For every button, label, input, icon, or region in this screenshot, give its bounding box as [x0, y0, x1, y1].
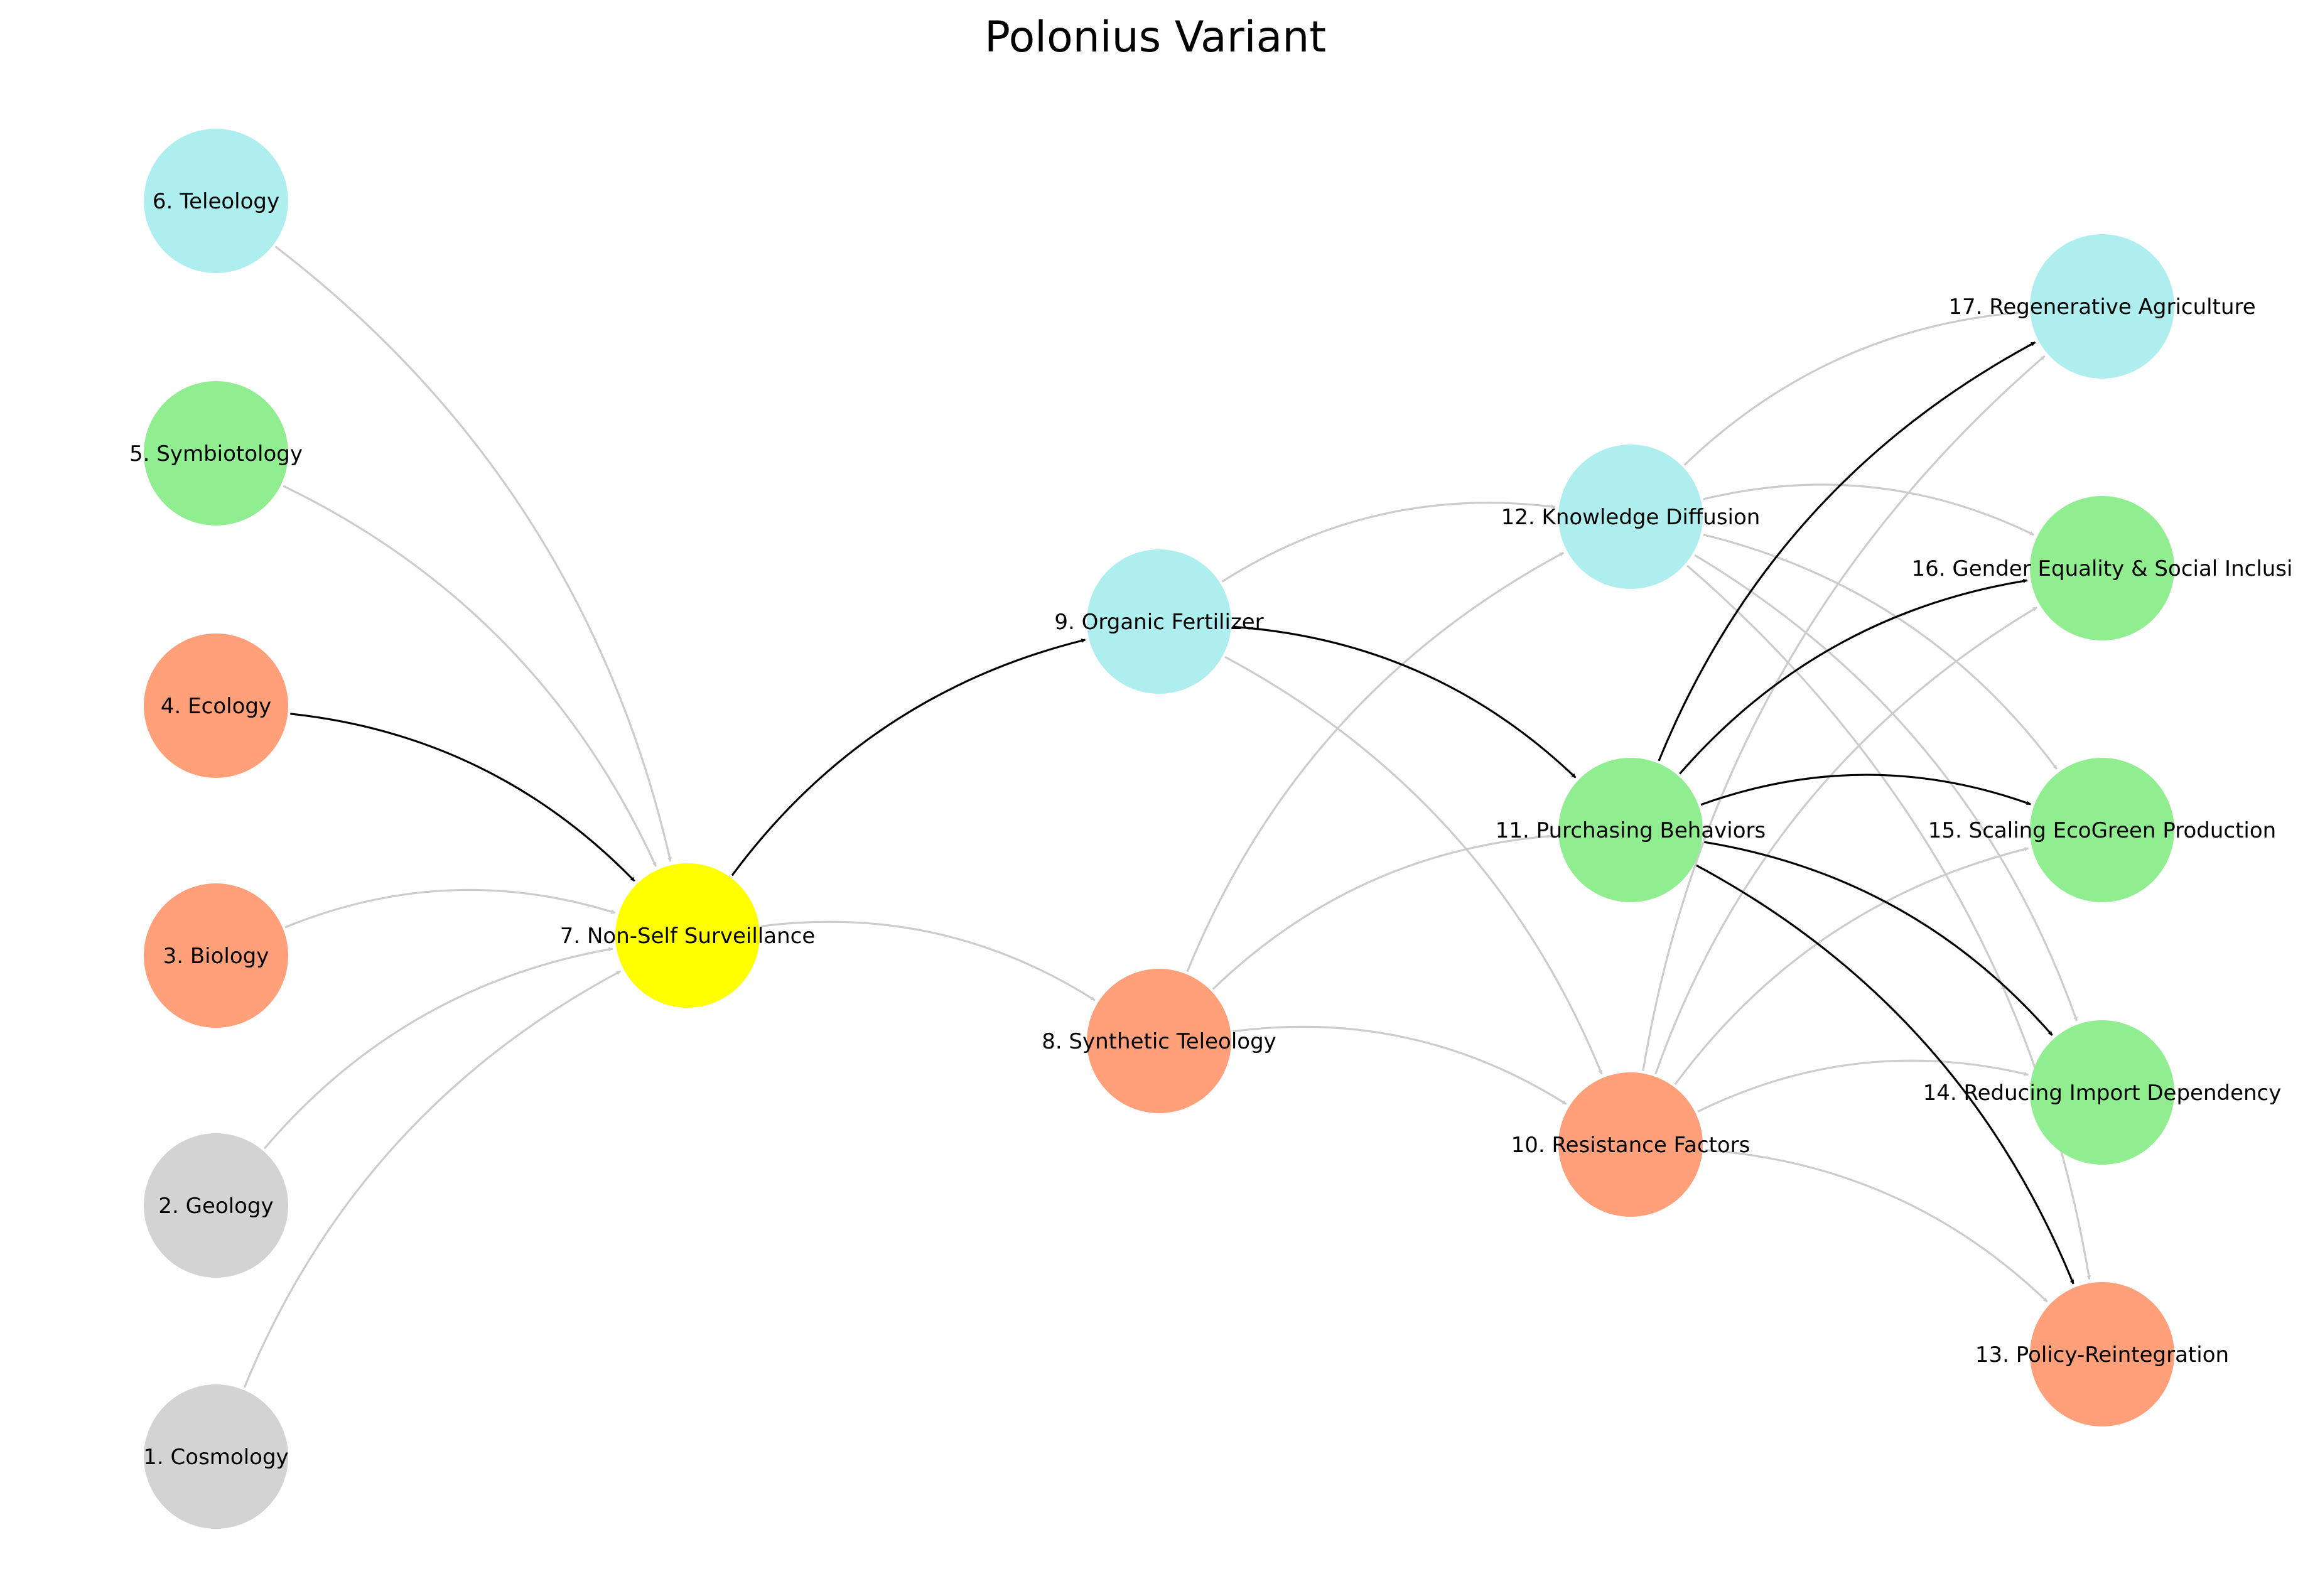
edge-7-to-8 [761, 920, 1096, 1001]
node-4-label: 4. Ecology [161, 694, 271, 719]
node-8-label: 8. Synthetic Teleology [1042, 1029, 1276, 1054]
edge-7-to-9 [731, 639, 1086, 876]
edge-5-to-7 [283, 485, 657, 867]
node-3-circle [144, 883, 288, 1028]
nodes-layer: 1. Cosmology 2. Geology 3. Biology 4. Ecolo… [129, 129, 2292, 1529]
node-16-label: 16. Gender Equality & Social Inclusi [1912, 556, 2293, 581]
node-4-circle [144, 634, 288, 778]
edge-12-to-15 [1703, 533, 2058, 770]
node-13-label: 13. Policy-Reintegration [1975, 1342, 2229, 1367]
node-3: 3. Biology [144, 883, 288, 1028]
node-9-circle [1087, 549, 1231, 694]
node-10-label: 10. Resistance Factors [1511, 1133, 1750, 1158]
node-7-label: 7. Non-Self Surveillance [560, 924, 816, 949]
node-11: 11. Purchasing Behaviors [1496, 758, 1766, 902]
node-14-label: 14. Reducing Import Dependency [1923, 1081, 2282, 1106]
edge-4-to-7 [290, 713, 635, 882]
node-3-label: 3. Biology [163, 944, 269, 969]
node-14: 14. Reducing Import Dependency [1923, 1020, 2282, 1165]
edge-10-to-15 [1674, 847, 2029, 1086]
node-11-circle [1558, 758, 1703, 902]
edge-11-to-16 [1679, 578, 2028, 775]
node-13: 13. Policy-Reintegration [1975, 1282, 2229, 1426]
edges-active-layer [290, 341, 2074, 1285]
node-16: 16. Gender Equality & Social Inclusi [1912, 496, 2293, 640]
node-13-circle [2030, 1282, 2174, 1426]
node-2: 2. Geology [144, 1133, 288, 1278]
edge-6-to-7 [274, 245, 672, 862]
edge-12-to-13 [1686, 564, 2091, 1280]
node-9: 9. Organic Fertilizer [1054, 549, 1264, 694]
node-15: 15. Scaling EcoGreen Production [1928, 758, 2276, 902]
node-4: 4. Ecology [144, 634, 288, 778]
edge-10-to-14 [1697, 1059, 2029, 1113]
edge-11-to-13 [1696, 864, 2074, 1285]
node-1-circle [144, 1384, 288, 1529]
edge-11-to-17 [1658, 341, 2036, 762]
edges-muted-layer [243, 245, 2091, 1388]
node-7-circle [615, 863, 760, 1008]
edge-3-to-7 [284, 888, 616, 929]
edge-11-to-14 [1704, 841, 2053, 1036]
node-17-label: 17. Regenerative Agriculture [1948, 294, 2255, 320]
node-11-label: 11. Purchasing Behaviors [1496, 818, 1766, 843]
edge-8-to-10 [1233, 1025, 1567, 1105]
node-6: 6. Teleology [144, 129, 288, 273]
node-5-circle [144, 381, 288, 526]
edge-12-to-14 [1694, 554, 2078, 1022]
node-10-circle [1558, 1072, 1703, 1217]
node-1: 1. Cosmology [143, 1384, 289, 1529]
node-16-circle [2030, 496, 2174, 640]
edge-10-to-13 [1705, 1149, 2048, 1303]
edge-12-to-17 [1683, 310, 2027, 466]
node-2-label: 2. Geology [158, 1194, 273, 1219]
node-10: 10. Resistance Factors [1511, 1072, 1750, 1217]
edge-11-to-15 [1700, 774, 2031, 806]
node-5: 5. Symbiotology [129, 381, 303, 526]
node-17: 17. Regenerative Agriculture [1948, 234, 2256, 379]
node-5-label: 5. Symbiotology [129, 441, 303, 466]
node-8-circle [1087, 969, 1231, 1113]
edge-2-to-7 [263, 947, 613, 1150]
node-17-circle [2030, 234, 2174, 379]
node-12-label: 12. Knowledge Diffusion [1501, 505, 1761, 530]
edge-1-to-7 [243, 970, 621, 1388]
edge-10-to-16 [1654, 606, 2038, 1075]
node-12: 12. Knowledge Diffusion [1501, 445, 1761, 589]
node-8: 8. Synthetic Teleology [1042, 969, 1276, 1113]
edge-9-to-10 [1224, 655, 1603, 1075]
node-7: 7. Non-Self Surveillance [560, 863, 816, 1008]
node-15-circle [2030, 758, 2174, 902]
node-12-circle [1558, 445, 1703, 589]
node-6-label: 6. Teleology [153, 189, 279, 214]
node-1-label: 1. Cosmology [143, 1445, 288, 1470]
edge-8-to-11 [1212, 834, 1555, 990]
node-9-label: 9. Organic Fertilizer [1054, 610, 1263, 635]
node-14-circle [2030, 1020, 2174, 1165]
node-2-circle [144, 1133, 288, 1278]
edge-10-to-17 [1642, 355, 2046, 1071]
edge-9-to-12 [1221, 502, 1556, 583]
node-15-label: 15. Scaling EcoGreen Production [1928, 818, 2276, 843]
edge-9-to-11 [1233, 625, 1577, 779]
edge-12-to-16 [1703, 483, 2035, 536]
node-6-circle [144, 129, 288, 273]
diagram-title: Polonius Variant [984, 13, 1326, 62]
